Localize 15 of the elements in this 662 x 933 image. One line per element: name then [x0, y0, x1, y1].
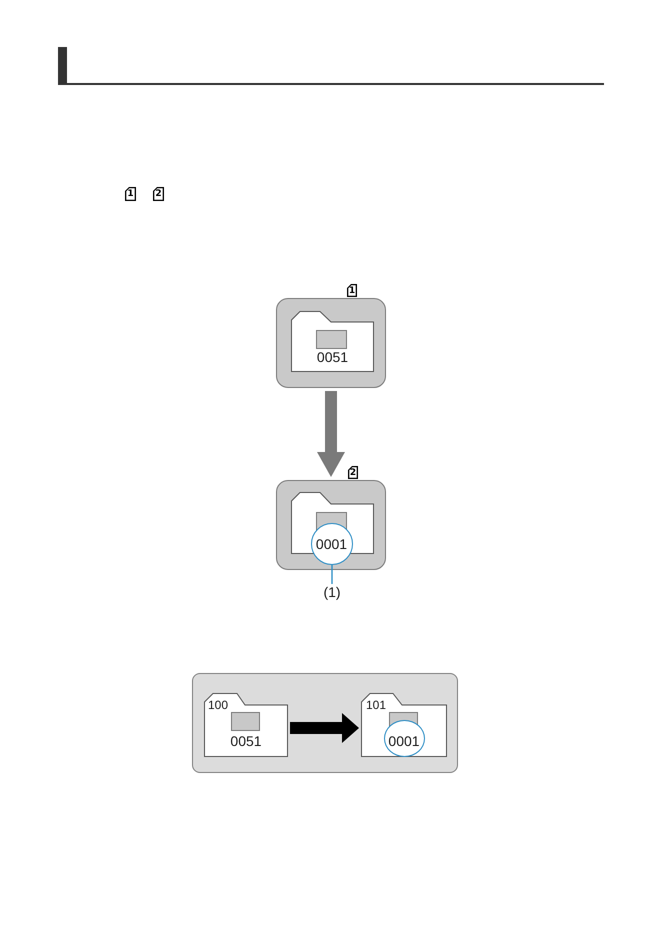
card-slot-number: 2 — [348, 466, 358, 479]
folder-number: 101 — [366, 699, 386, 713]
arrow — [317, 391, 345, 477]
file-number: 0051 — [316, 349, 348, 366]
card-slot-number: 2 — [153, 187, 164, 201]
arrow — [290, 713, 359, 743]
callout-number: (1) — [323, 584, 341, 600]
card-slot-number: 1 — [347, 284, 357, 297]
file-number: 0001 — [316, 536, 348, 552]
folder-number: 100 — [208, 699, 228, 713]
file-number: 0051 — [230, 733, 262, 750]
illustration-panel — [192, 673, 458, 773]
file-number: 0001 — [388, 732, 420, 749]
leader-line — [331, 565, 333, 584]
card-slot-number: 1 — [125, 187, 136, 201]
